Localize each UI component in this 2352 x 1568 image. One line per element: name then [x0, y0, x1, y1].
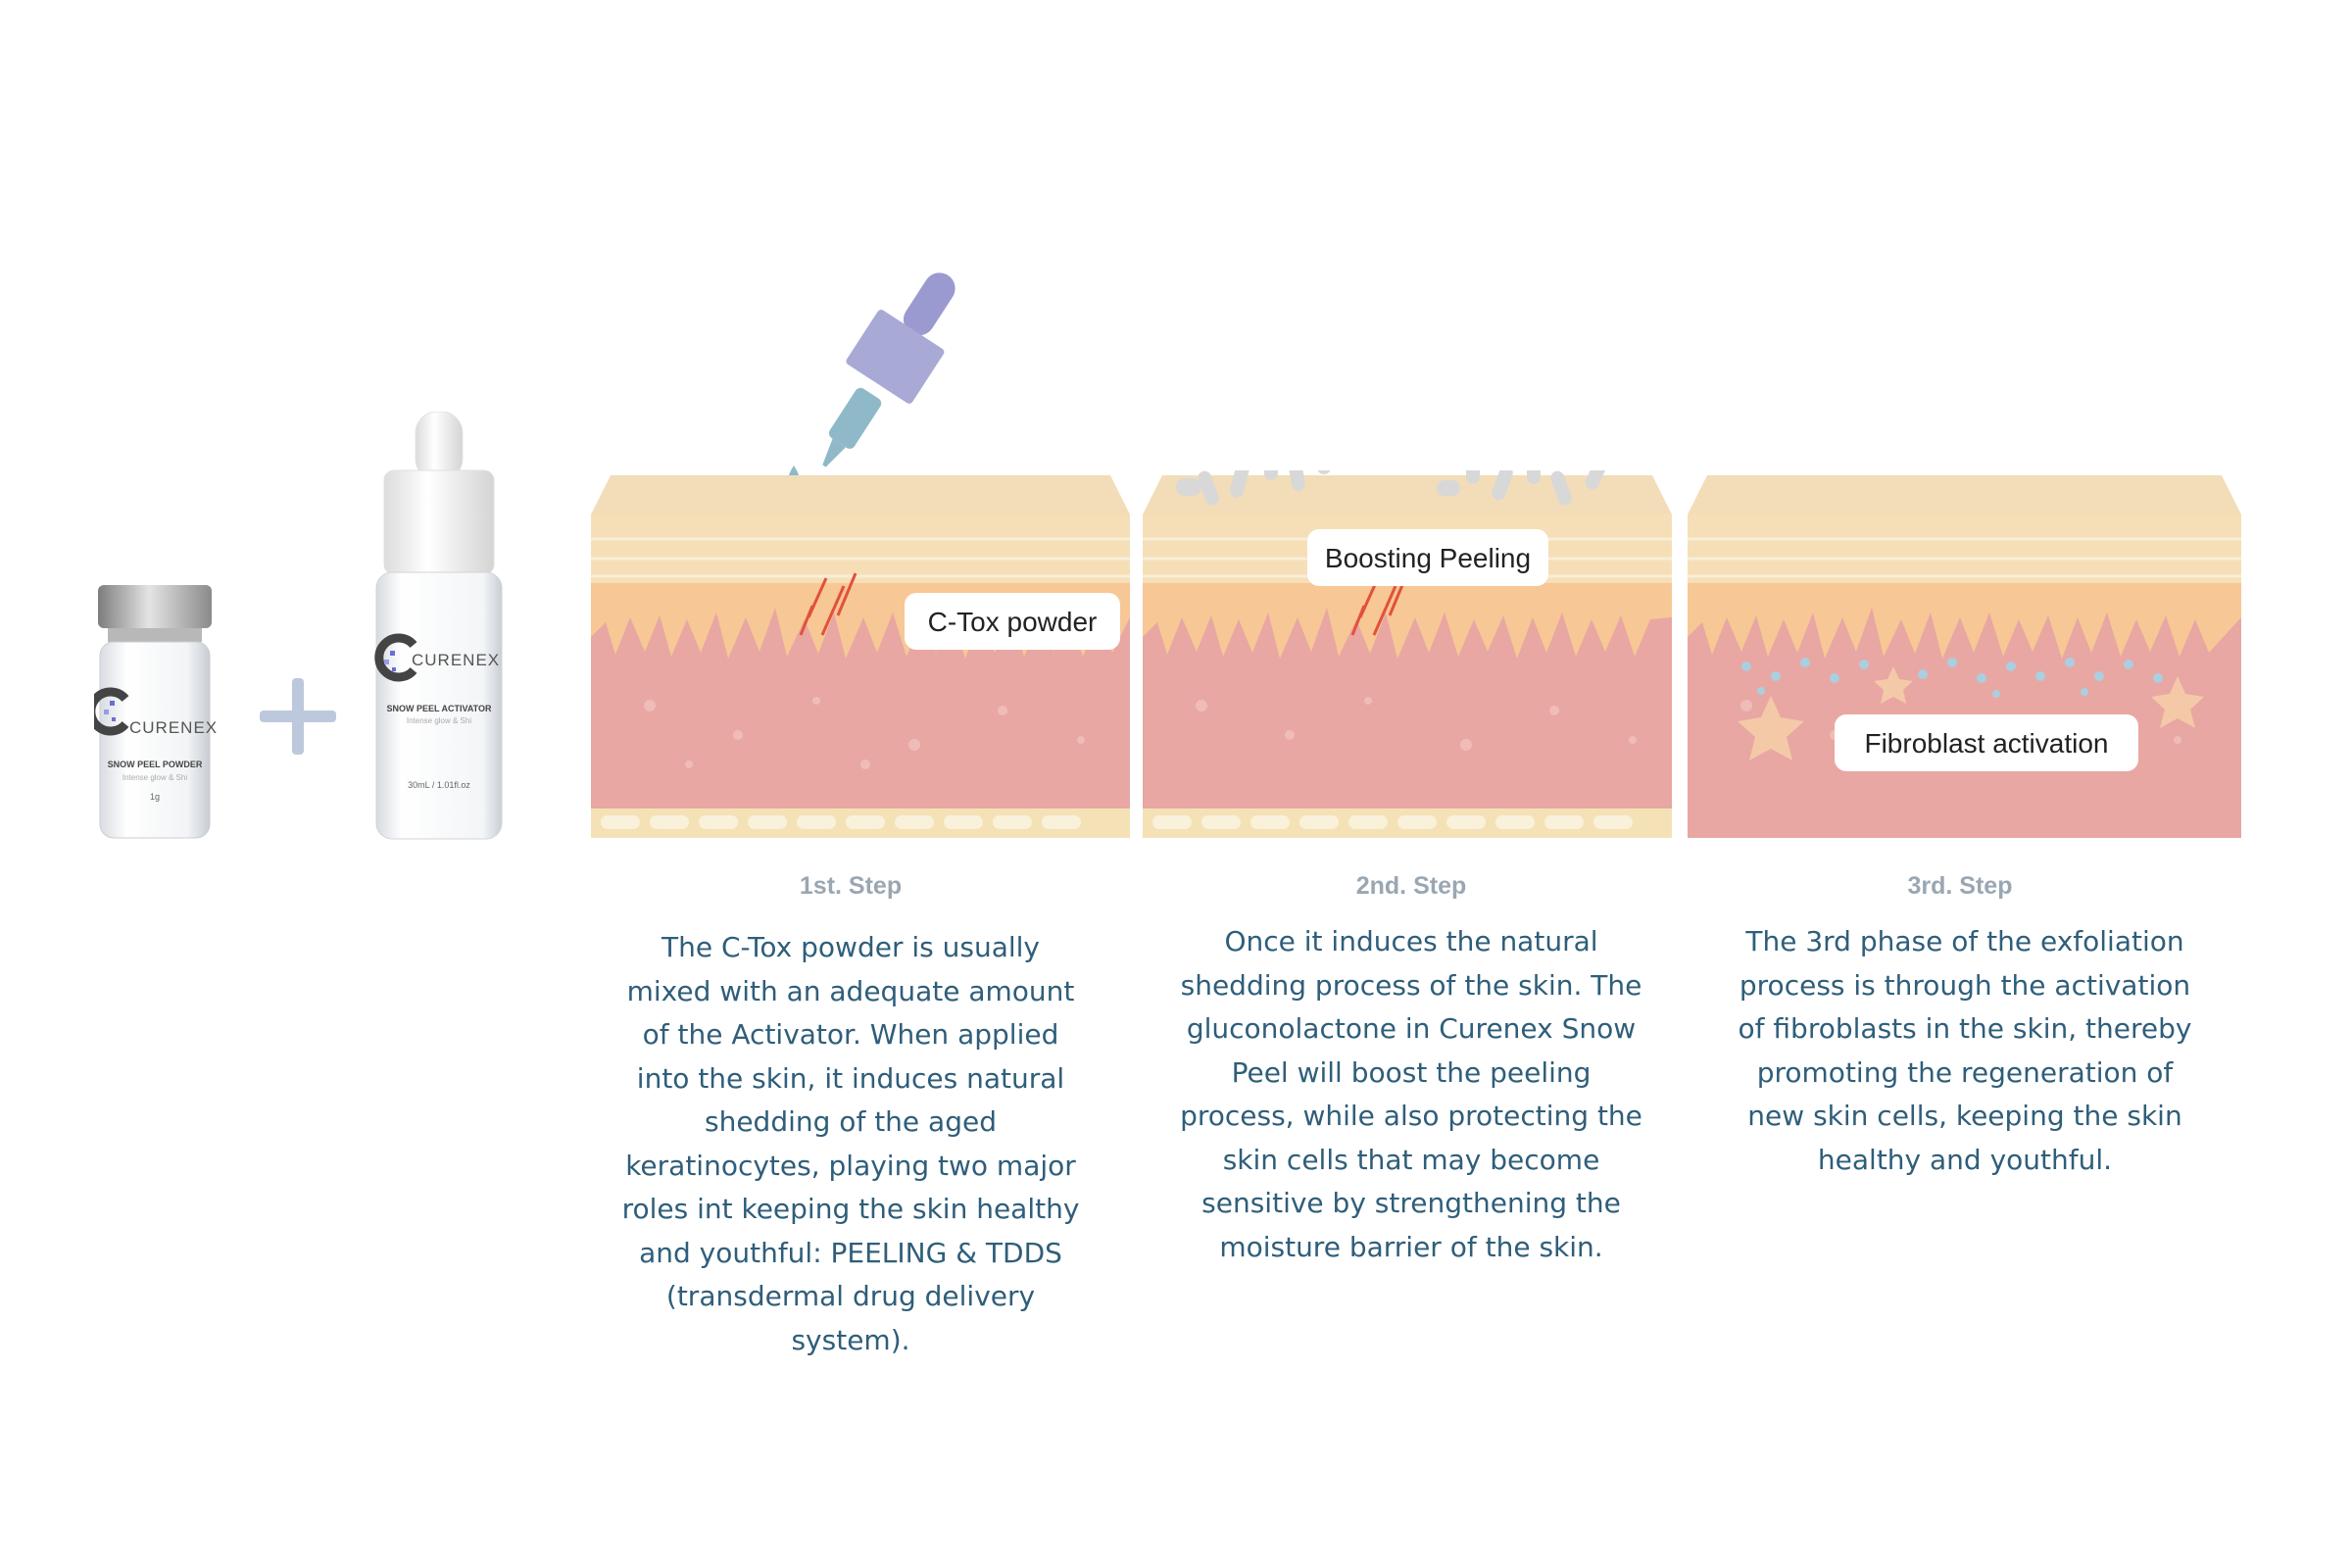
activator-tagline-text: Intense glow & Shi [406, 716, 472, 725]
powder-brand-text: CURENEX [129, 718, 219, 737]
curenex-logo-icon [374, 633, 417, 682]
step-2-description: Once it induces the natural shedding pro… [1180, 925, 1642, 1263]
activator-brand-text: CURENEX [412, 651, 501, 669]
step-3-description: The 3rd phase of the exfoliation process… [1738, 925, 2192, 1176]
skin-diagram-step-1: C-Tox powder [591, 475, 1130, 838]
powder-tagline-text: Intense glow & Shi [122, 773, 188, 782]
step-2-badge-label: Boosting Peeling [1325, 543, 1531, 573]
skin-diagram-step-3: Fibroblast activation [1688, 475, 2241, 838]
step-3-title: 3rd. Step [1907, 872, 2013, 900]
curenex-logo-icon [94, 687, 129, 736]
step-1-title: 1st. Step [799, 872, 903, 900]
step-2-title: 2nd. Step [1355, 872, 1467, 900]
activator-name-text: SNOW PEEL ACTIVATOR [386, 704, 492, 713]
powder-name-text: SNOW PEEL POWDER [107, 760, 203, 769]
step-3-badge-label: Fibroblast activation [1864, 728, 2108, 759]
step-1-badge-label: C-Tox powder [928, 607, 1098, 637]
fibroblast-star-icon [1738, 666, 2204, 760]
snow-peel-activator-bottle: CURENEX SNOW PEEL ACTIVATOR Intense glow… [370, 412, 508, 843]
step-1-description: The C-Tox powder is usually mixed with a… [621, 931, 1080, 1356]
activator-size-text: 30mL / 1.01fl.oz [408, 780, 470, 790]
powder-size-text: 1g [149, 792, 160, 802]
plus-icon [260, 678, 336, 755]
snow-peel-powder-vial: CURENEX SNOW PEEL POWDER Intense glow & … [94, 583, 219, 843]
skin-diagram-step-2: Boosting Peeling [1143, 470, 1672, 838]
